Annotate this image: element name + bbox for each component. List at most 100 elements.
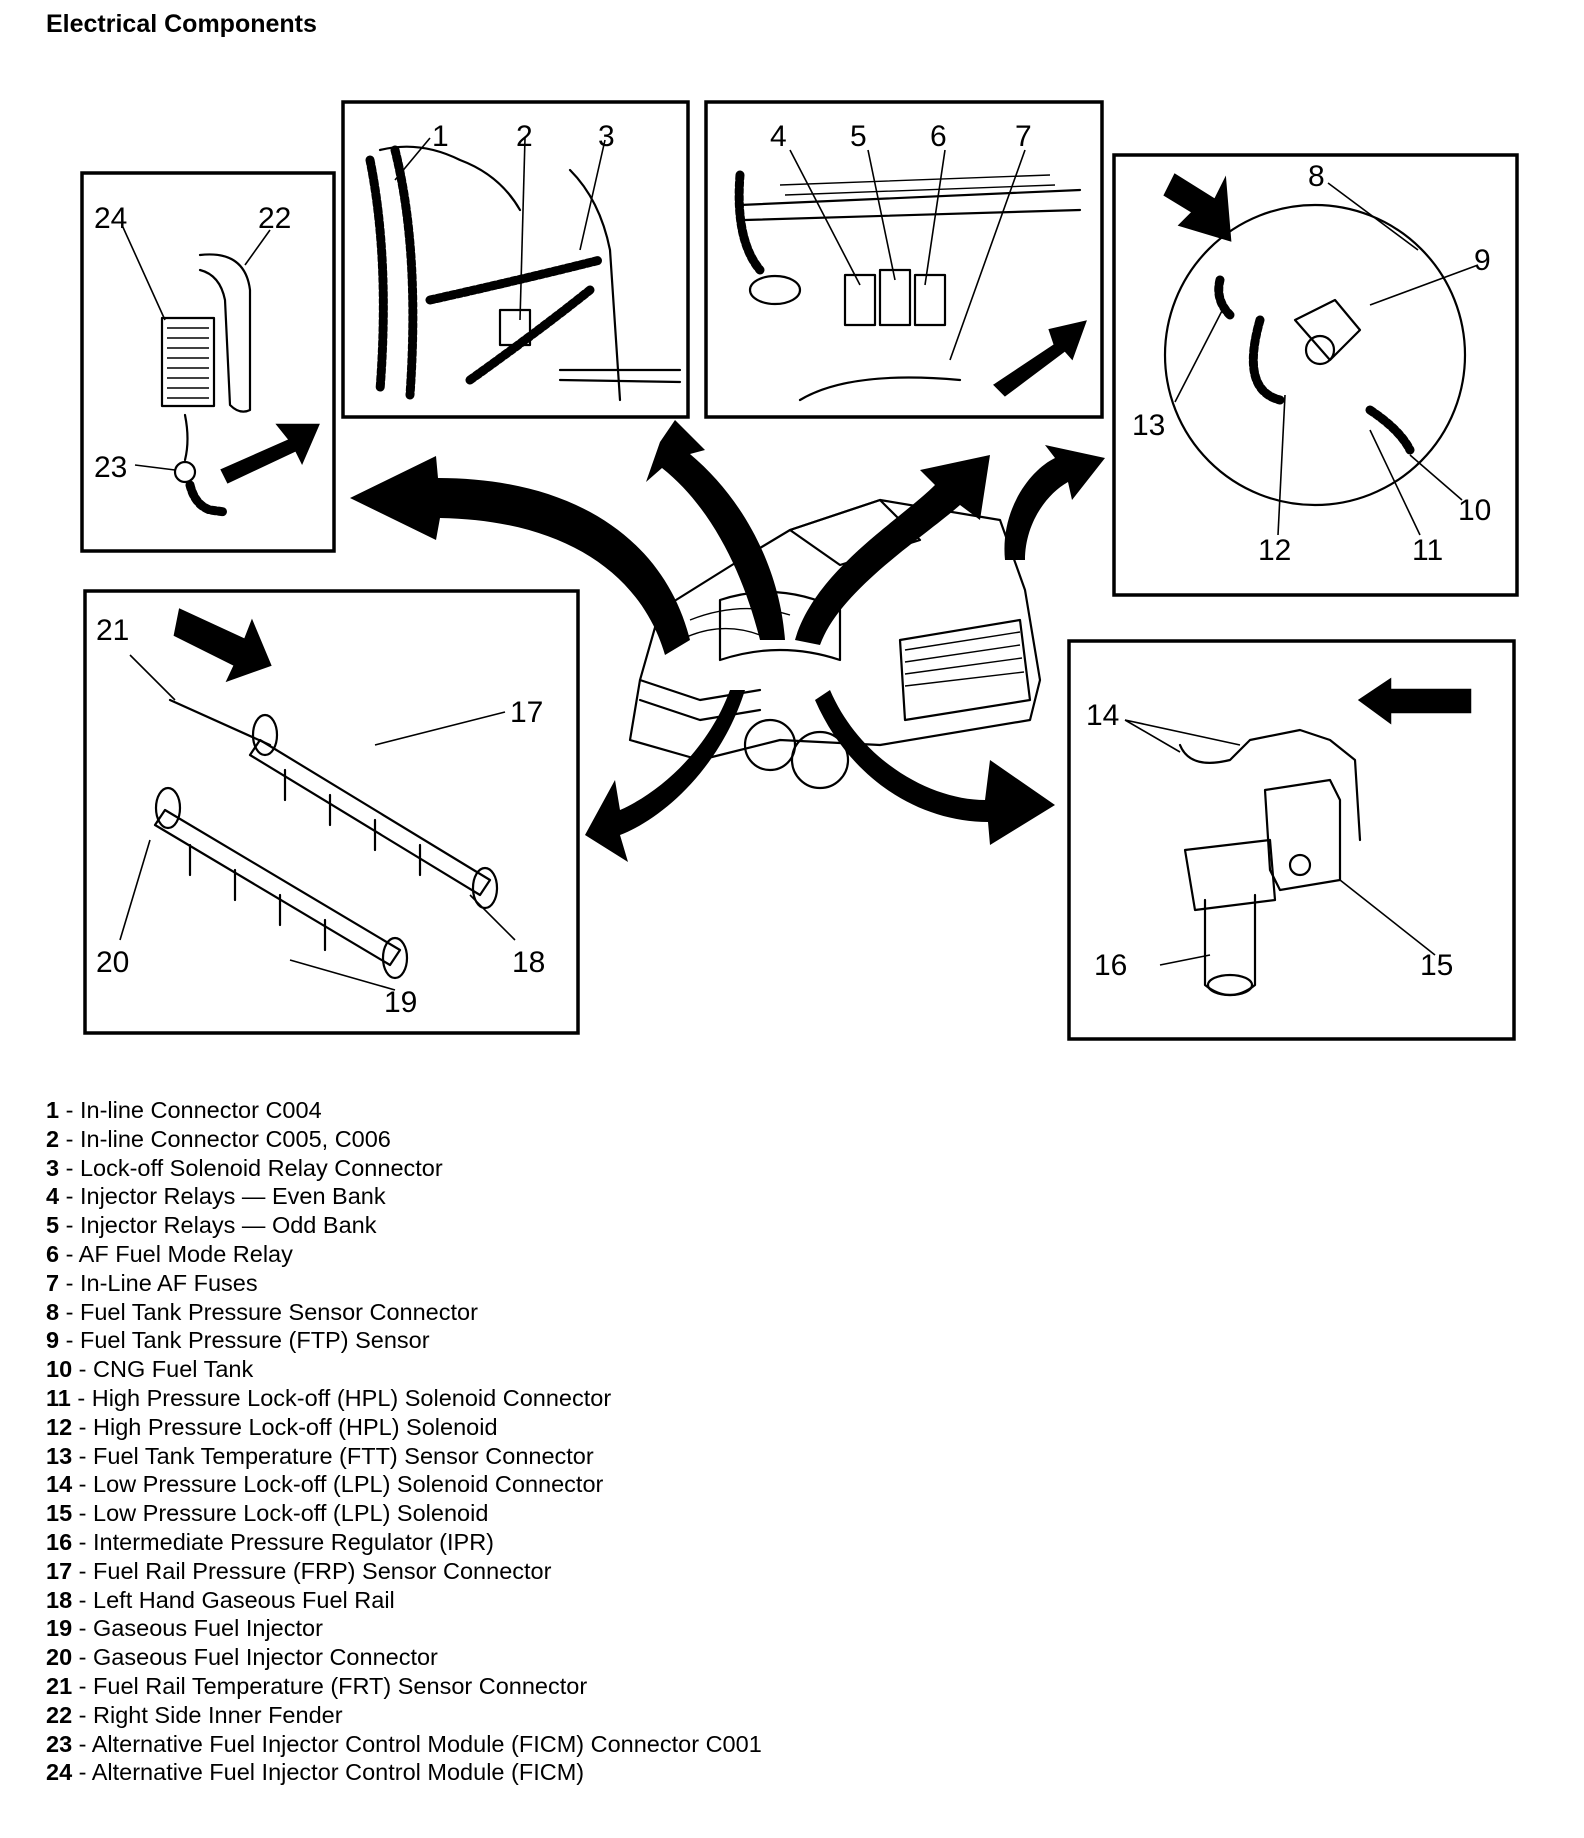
legend-description: Gaseous Fuel Injector Connector <box>93 1644 438 1671</box>
legend-number: 14 <box>46 1471 73 1498</box>
callout-18: 18 <box>512 946 545 979</box>
legend-number: 21 <box>46 1672 73 1699</box>
legend-description: Injector Relays — Odd Bank <box>79 1212 377 1239</box>
page-title: Electrical Components <box>46 10 317 38</box>
legend-number: 5 <box>46 1212 60 1239</box>
legend-description: Injector Relays — Even Bank <box>79 1183 386 1210</box>
legend-description: CNG Fuel Tank <box>93 1356 254 1383</box>
panel-relays: 4 5 6 7 <box>704 100 1104 419</box>
legend-description: High Pressure Lock-off (HPL) Solenoid Co… <box>91 1384 612 1411</box>
legend-item: 24 - Alternative Fuel Injector Control M… <box>46 1758 762 1787</box>
legend-item: 1 - In-line Connector C004 <box>46 1096 762 1125</box>
callout-19: 19 <box>384 986 417 1019</box>
legend-description: In-line Connector C004 <box>79 1097 322 1123</box>
legend-number: 8 <box>46 1298 60 1325</box>
legend-number: 23 <box>46 1730 73 1757</box>
legend-separator: - <box>72 1500 94 1527</box>
legend-item: 13 - Fuel Tank Temperature (FTT) Sensor … <box>46 1442 762 1471</box>
legend-description: Alternative Fuel Injector Control Module… <box>91 1759 585 1786</box>
legend-separator: - <box>59 1269 80 1296</box>
panel-engine-harness: 1 2 3 <box>341 100 690 419</box>
legend-item: 22 - Right Side Inner Fender <box>46 1701 762 1730</box>
legend-item: 3 - Lock-off Solenoid Relay Connector <box>46 1154 762 1183</box>
legend-item: 12 - High Pressure Lock-off (HPL) Soleno… <box>46 1413 762 1442</box>
component-locator-diagram: 24 22 23 1 2 3 4 5 <box>80 100 1519 1041</box>
legend-separator: - <box>72 1356 94 1383</box>
legend-description: In-Line AF Fuses <box>79 1269 258 1296</box>
legend-number: 20 <box>46 1644 73 1671</box>
legend-description: AF Fuel Mode Relay <box>78 1240 293 1267</box>
legend-number: 3 <box>46 1154 60 1181</box>
legend-item: 4 - Injector Relays — Even Bank <box>46 1182 762 1211</box>
legend-item: 7 - In-Line AF Fuses <box>46 1269 762 1298</box>
legend-item: 2 - In-line Connector C005, C006 <box>46 1125 762 1154</box>
legend-number: 24 <box>46 1759 73 1786</box>
legend-item: 14 - Low Pressure Lock-off (LPL) Solenoi… <box>46 1470 762 1499</box>
callout-1: 1 <box>432 120 449 153</box>
legend-separator: - <box>72 1730 92 1757</box>
legend-separator: - <box>59 1212 80 1239</box>
panel-cng-tank: 8 9 10 11 12 13 <box>1112 153 1519 597</box>
panel-ficm: 24 22 23 <box>80 171 336 553</box>
legend-number: 6 <box>46 1240 60 1267</box>
legend-number: 16 <box>46 1528 73 1555</box>
callout-9: 9 <box>1474 244 1491 277</box>
legend-description: Right Side Inner Fender <box>93 1701 343 1728</box>
callout-5: 5 <box>850 120 867 153</box>
legend-description: Fuel Rail Pressure (FRP) Sensor Connecto… <box>93 1557 552 1584</box>
legend-description: Fuel Tank Pressure (FTP) Sensor <box>79 1327 430 1354</box>
callout-20: 20 <box>96 946 129 979</box>
legend-description: Gaseous Fuel Injector <box>93 1615 323 1642</box>
legend-number: 9 <box>46 1327 60 1354</box>
legend-item: 9 - Fuel Tank Pressure (FTP) Sensor <box>46 1326 762 1355</box>
callout-21: 21 <box>96 614 129 647</box>
legend-number: 17 <box>46 1557 73 1584</box>
legend-separator: - <box>59 1125 80 1152</box>
legend-description: Lock-off Solenoid Relay Connector <box>79 1154 443 1181</box>
legend-separator: - <box>72 1644 94 1671</box>
legend-separator: - <box>59 1298 80 1325</box>
callout-16: 16 <box>1094 949 1127 982</box>
legend-description: High Pressure Lock-off (HPL) Solenoid <box>93 1413 498 1440</box>
callout-24: 24 <box>94 202 127 235</box>
legend-description: In-line Connector C005, C006 <box>79 1125 391 1152</box>
legend-item: 15 - Low Pressure Lock-off (LPL) Solenoi… <box>46 1499 762 1528</box>
legend-description: Low Pressure Lock-off (LPL) Solenoid <box>93 1500 489 1527</box>
legend-number: 7 <box>46 1269 60 1296</box>
legend-item: 18 - Left Hand Gaseous Fuel Rail <box>46 1586 762 1615</box>
callout-23: 23 <box>94 451 127 484</box>
legend-item: 8 - Fuel Tank Pressure Sensor Connector <box>46 1298 762 1327</box>
legend-separator: - <box>59 1097 80 1123</box>
legend-separator: - <box>72 1701 94 1728</box>
callout-7: 7 <box>1015 120 1032 153</box>
legend-item: 16 - Intermediate Pressure Regulator (IP… <box>46 1528 762 1557</box>
callout-6: 6 <box>930 120 947 153</box>
callout-4: 4 <box>770 120 787 153</box>
legend-separator: - <box>72 1471 94 1498</box>
legend-separator: - <box>59 1240 79 1267</box>
legend-description: Fuel Tank Pressure Sensor Connector <box>79 1298 478 1325</box>
callout-8: 8 <box>1308 160 1325 193</box>
legend-description: Low Pressure Lock-off (LPL) Solenoid Con… <box>93 1471 604 1498</box>
legend-separator: - <box>72 1672 94 1699</box>
callout-15: 15 <box>1420 949 1453 982</box>
legend-item: 17 - Fuel Rail Pressure (FRP) Sensor Con… <box>46 1557 762 1586</box>
legend-separator: - <box>72 1586 94 1613</box>
legend-separator: - <box>72 1442 94 1469</box>
callout-2: 2 <box>516 120 533 153</box>
legend-separator: - <box>70 1384 92 1411</box>
callout-13: 13 <box>1132 409 1165 442</box>
legend-number: 18 <box>46 1586 73 1613</box>
legend-number: 11 <box>46 1384 71 1411</box>
legend-description: Left Hand Gaseous Fuel Rail <box>93 1586 395 1613</box>
legend-separator: - <box>72 1413 94 1440</box>
callout-22: 22 <box>258 202 291 235</box>
legend-number: 1 <box>46 1097 60 1123</box>
legend-separator: - <box>59 1183 80 1210</box>
legend-item: 11 - High Pressure Lock-off (HPL) Soleno… <box>46 1384 762 1413</box>
panel-pressure-regulator: 14 15 16 <box>1067 639 1516 1041</box>
callout-11: 11 <box>1412 534 1443 567</box>
legend-number: 2 <box>46 1125 60 1152</box>
legend-separator: - <box>72 1759 92 1786</box>
